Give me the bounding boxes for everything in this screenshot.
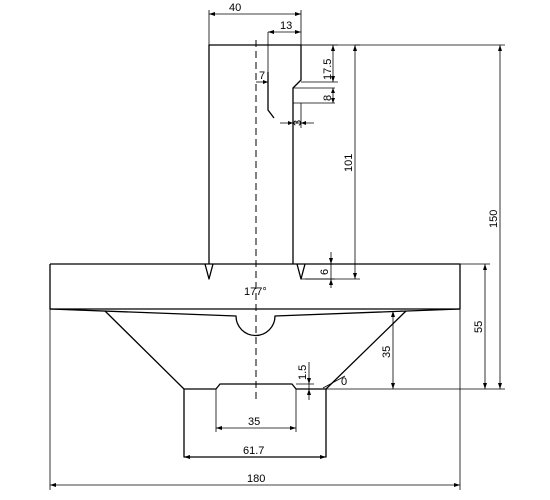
dim-label-35-slot: 35 <box>248 416 260 428</box>
dim-height-150: 150 <box>355 44 505 390</box>
dim-offset-3: 3 <box>280 103 314 128</box>
dim-offset-13: 13 <box>267 20 301 72</box>
dim-height-55: 55 <box>460 263 490 389</box>
dim-label-40: 40 <box>229 2 241 14</box>
dim-label-8: 8 <box>322 95 334 101</box>
dim-top-width: 40 <box>208 2 302 45</box>
stem-outline <box>204 44 306 280</box>
dim-overall-180: 180 <box>49 309 461 490</box>
dim-slot-35: 35 <box>215 389 297 432</box>
dim-height-17-5: 17.5 <box>301 44 338 83</box>
dim-label-6: 6 <box>319 269 331 275</box>
dim-label-35-vertical: 35 <box>381 346 393 358</box>
dim-label-17-5: 17.5 <box>322 59 334 80</box>
dim-label-0: 0 <box>341 376 347 388</box>
dim-height-35: 35 <box>326 310 460 390</box>
dim-bottom-61-7: 61.7 <box>184 445 326 459</box>
dim-label-61-7: 61.7 <box>243 445 264 457</box>
dim-label-150: 150 <box>488 210 500 228</box>
dim-label-1-5: 1.5 <box>297 365 309 380</box>
dim-depth-7: 7 <box>256 70 268 84</box>
dim-height-6: 6 <box>305 252 335 288</box>
dim-label-3: 3 <box>292 120 304 126</box>
dim-label-55: 55 <box>473 321 485 333</box>
dim-label-180: 180 <box>247 473 265 485</box>
dim-label-101: 101 <box>343 154 355 172</box>
dim-height-1-5: 1.5 <box>296 362 314 400</box>
flange-outline <box>49 263 461 337</box>
dim-label-13: 13 <box>280 20 292 32</box>
dim-height-101: 101 <box>301 44 360 280</box>
dim-height-8: 8 <box>293 87 335 104</box>
dim-zero: 0 <box>322 375 347 389</box>
dim-label-177: 177° <box>244 286 267 298</box>
dim-label-7: 7 <box>259 70 265 82</box>
